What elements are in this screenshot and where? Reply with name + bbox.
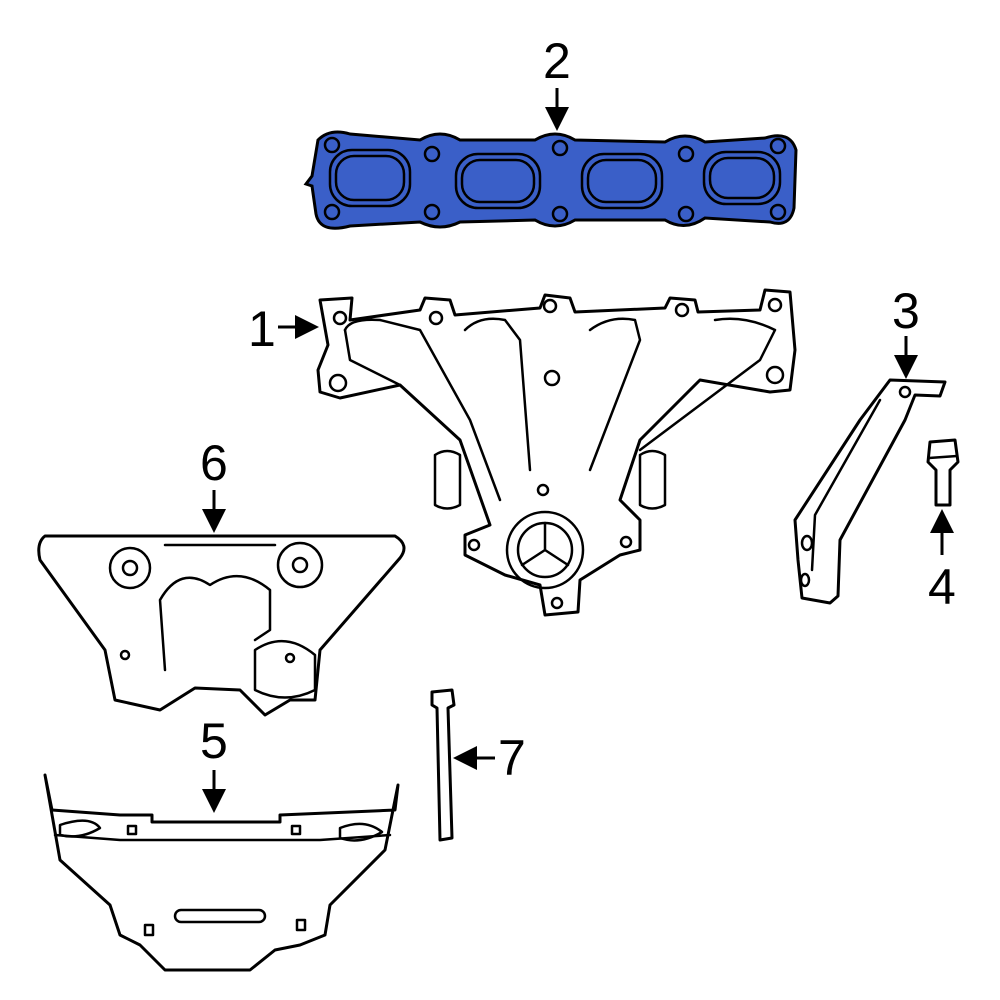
lower-heat-shield[interactable] — [43, 773, 400, 972]
upper-heat-shield[interactable] — [37, 534, 406, 717]
callout-1: 1 — [248, 301, 319, 357]
callout-number-5: 5 — [200, 713, 228, 769]
exhaust-manifold[interactable] — [316, 288, 797, 617]
callout-3: 3 — [892, 283, 920, 379]
callout-number-1: 1 — [248, 301, 276, 357]
callout-number-6: 6 — [200, 435, 228, 491]
callout-7: 7 — [453, 730, 526, 786]
exhaust-manifold-gasket[interactable] — [303, 130, 798, 230]
callout-number-7: 7 — [498, 730, 526, 786]
callout-5: 5 — [200, 713, 228, 813]
callout-6: 6 — [200, 435, 228, 533]
callout-number-4: 4 — [928, 559, 956, 615]
manifold-stud[interactable] — [430, 688, 456, 842]
bracket-bolt[interactable] — [926, 438, 960, 507]
callout-number-2: 2 — [543, 33, 571, 89]
manifold-bracket[interactable] — [793, 378, 947, 605]
callout-4: 4 — [928, 509, 956, 615]
callout-number-3: 3 — [892, 283, 920, 339]
callout-2: 2 — [543, 33, 571, 131]
